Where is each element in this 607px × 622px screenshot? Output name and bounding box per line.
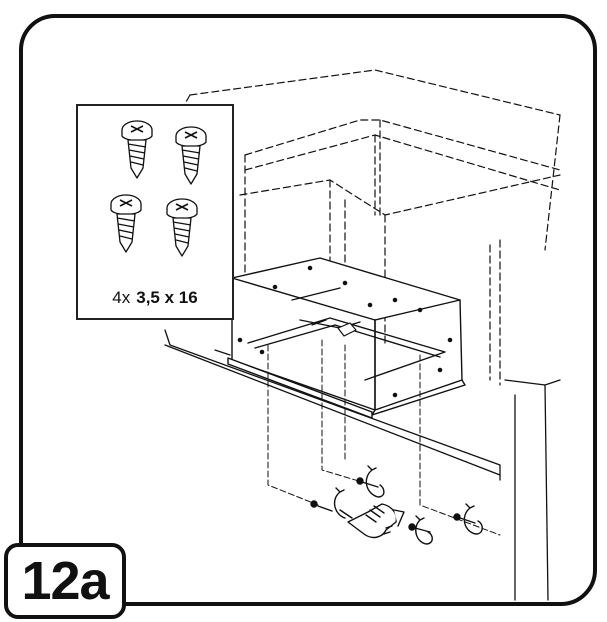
mounting-bracket [311, 319, 357, 337]
pan-head-screw-icon [166, 198, 198, 257]
screw-with-rotation-2 [356, 465, 385, 498]
screw-spec-label: 4x 3,5 x 16 [78, 288, 232, 308]
pan-head-screw-icon [175, 126, 207, 185]
screw-size: 3,5 x 16 [136, 288, 198, 307]
screw-with-rotation-4 [453, 503, 483, 535]
screw-callout-box: 4x 3,5 x 16 [76, 104, 234, 320]
wall-cabinet-outline [169, 69, 561, 386]
screw-with-rotation-1 [310, 487, 346, 519]
page-frame [19, 14, 597, 606]
hood-unit [227, 257, 466, 419]
screwdriver-hand-icon [339, 503, 405, 539]
cabinet-panels [159, 294, 561, 601]
pan-head-screw-icon [121, 120, 153, 179]
pan-head-screw-icon [110, 194, 142, 253]
screw-leader-lines [267, 339, 501, 536]
step-number: 12a [21, 551, 109, 611]
screw-quantity: 4x [112, 288, 131, 307]
screw-with-rotation-3 [408, 515, 433, 545]
step-number-badge: 12a [4, 543, 126, 619]
